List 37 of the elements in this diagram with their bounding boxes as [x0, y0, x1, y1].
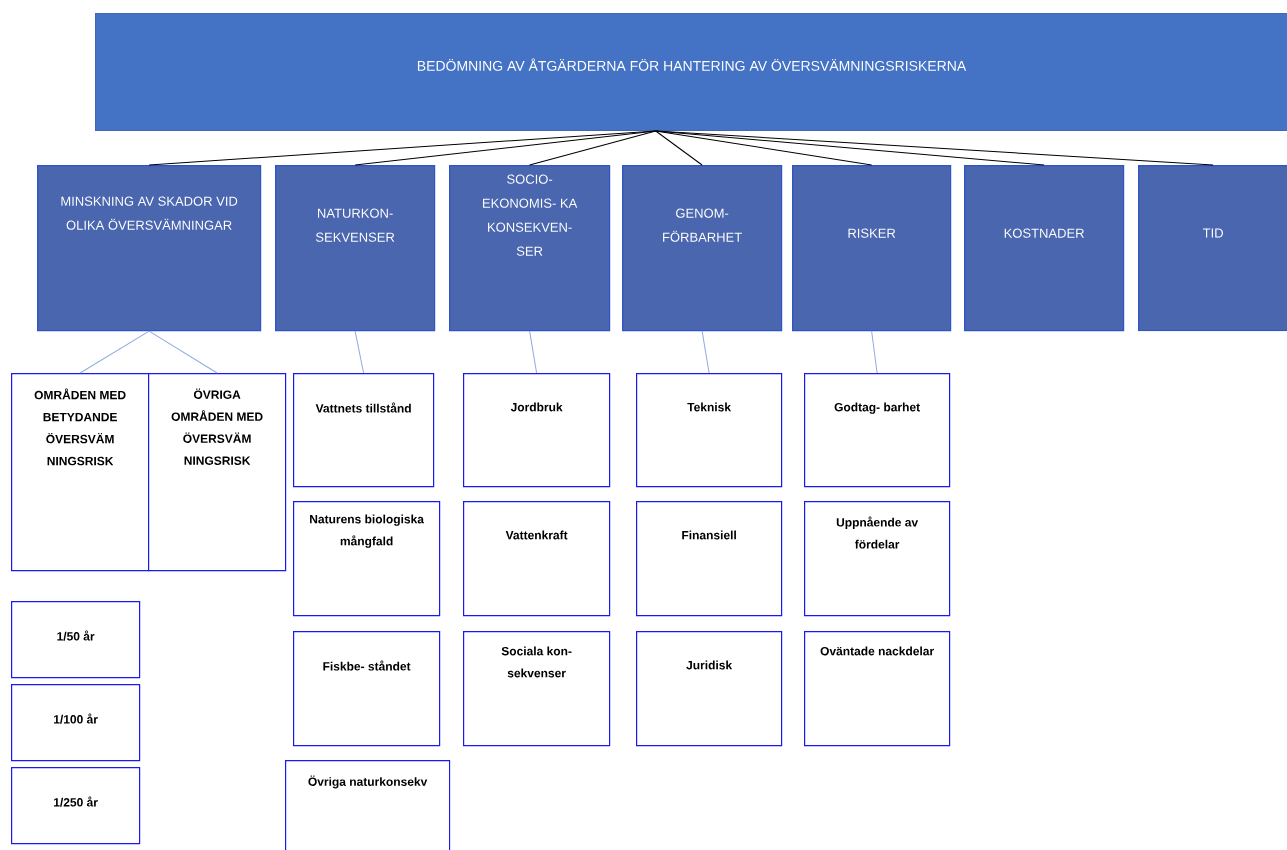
- connector-line: [655, 130, 703, 166]
- connector-line: [354, 130, 657, 166]
- criterion-box: Fiskbe- ståndet: [293, 631, 441, 747]
- connector-line: [148, 330, 218, 374]
- criterion-box: Vattenkraft: [463, 501, 611, 617]
- category-box: GENOM- FÖRBARHET: [622, 165, 783, 332]
- title-banner: BEDÖMNING AV ÅTGÄRDERNA FÖR HANTERING AV ÖVERSVÄMNINGSRISKERNA: [95, 13, 1287, 131]
- category-box: RISKER: [792, 165, 952, 332]
- connector-line: [529, 130, 657, 166]
- category-box: NATURKON- SEKVENSER: [275, 165, 436, 332]
- criterion-box: OMRÅDEN MED BETYDANDE ÖVERSVÄM NINGSRISK: [11, 373, 150, 572]
- criterion-box: Sociala kon- sekvenser: [463, 631, 611, 747]
- connector-line: [79, 330, 150, 374]
- connector-line: [148, 130, 657, 166]
- connector-line: [701, 330, 710, 374]
- connector-line: [655, 130, 1214, 166]
- criterion-box: Uppnående av fördelar: [804, 501, 951, 617]
- criterion-box: Juridisk: [636, 631, 783, 747]
- criterion-box: Teknisk: [636, 373, 783, 488]
- criterion-box: ÖVRIGA OMRÅDEN MED ÖVERSVÄM NINGSRISK: [148, 373, 287, 572]
- criterion-box: 1/100 år: [11, 684, 141, 762]
- connector-line: [529, 330, 538, 374]
- criterion-box: 1/250 år: [11, 767, 141, 845]
- category-box: KOSTNADER: [964, 165, 1125, 332]
- criterion-box: Naturens biologiska mångfald: [293, 501, 441, 617]
- criterion-box: Vattnets tillstånd: [293, 373, 435, 488]
- connector-line: [871, 330, 878, 374]
- criterion-box: Övriga naturkonsekv: [285, 760, 451, 850]
- criterion-box: Finansiell: [636, 501, 783, 617]
- criterion-box: 1/50 år: [11, 601, 141, 679]
- connector-line: [354, 330, 365, 374]
- category-box: MINSKNING AV SKADOR VID OLIKA ÖVERSVÄMNINGAR: [37, 165, 262, 332]
- category-box: TID: [1138, 165, 1287, 332]
- criterion-box: Godtag- barhet: [804, 373, 951, 488]
- criterion-box: Oväntade nackdelar: [804, 631, 951, 747]
- criterion-box: Jordbruk: [463, 373, 611, 488]
- category-box: SOCIO- EKONOMIS- KA KONSEKVEN- SER: [449, 165, 611, 332]
